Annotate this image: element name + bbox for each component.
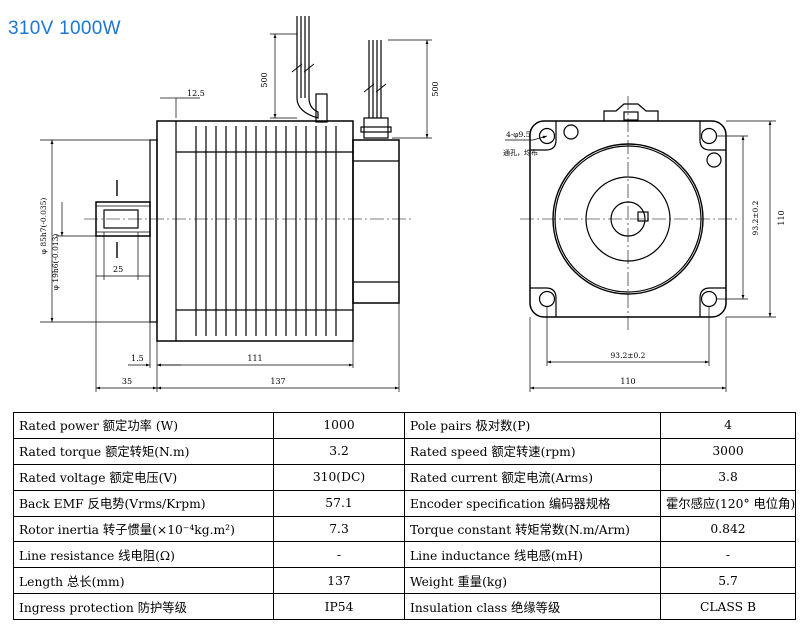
spec-value: 4 — [660, 412, 796, 439]
spec-value: 57.1 — [273, 489, 405, 517]
table-row: Rotor inertia 转子惯量(×10⁻⁴kg.m²) 7.3 Torqu… — [13, 515, 796, 543]
spec-label: Rated power 额定功率 (W) — [13, 412, 274, 439]
flange-size-v-dim: 110 — [777, 210, 786, 225]
spec-label: Rated voltage 额定电压(V) — [13, 463, 274, 491]
table-row: Rated power 额定功率 (W) 1000 Pole pairs 极对数… — [13, 412, 796, 439]
spec-label: Line resistance 线电阻(Ω) — [13, 541, 274, 569]
spec-label: Rated current 额定电流(Arms) — [404, 463, 661, 491]
total-length-dim: 137 — [270, 377, 285, 386]
table-row: Ingress protection 防护等级 IP54 Insulation … — [13, 593, 796, 621]
spec-label: Ingress protection 防护等级 — [13, 593, 274, 621]
bolt-pitch-h-dim: 93.2±0.2 — [611, 351, 646, 360]
spec-value: 霍尔感应(120° 电位角) — [660, 489, 796, 517]
spec-value: CLASS B — [660, 593, 796, 621]
shaft-dia-dim: φ 19h6(-0.013) — [51, 234, 60, 291]
spec-label: Back EMF 反电势(Vrms/Krpm) — [13, 489, 274, 517]
key-length-dim: 25 — [113, 265, 123, 274]
pilot-dia-dim: φ 85h7(-0.035) — [39, 198, 48, 255]
cable-length-1: 500 — [260, 72, 269, 87]
spec-label: Pole pairs 极对数(P) — [404, 412, 661, 439]
hole-note: 通孔，均布 — [503, 148, 538, 157]
page-title: 310V 1000W — [8, 18, 121, 39]
table-row: Length 总长(mm) 137 Weight 重量(kg) 5.7 — [13, 567, 796, 595]
spec-label: Rated speed 额定转速(rpm) — [404, 437, 661, 465]
spec-label: Length 总长(mm) — [13, 567, 274, 595]
cable-length-2: 500 — [431, 81, 440, 96]
side-view — [40, 16, 432, 392]
spec-label: Rotor inertia 转子惯量(×10⁻⁴kg.m²) — [13, 515, 274, 543]
spec-value: 0.842 — [660, 515, 796, 543]
dimension-drawing: 500 500 12.5 φ 85h7(-0.035) φ 19h6(-0.01… — [39, 16, 786, 392]
body-length-dim: 111 — [247, 354, 262, 363]
cable-2 — [360, 40, 392, 139]
spec-value: 1000 — [273, 412, 405, 439]
table-row: Back EMF 反电势(Vrms/Krpm) 57.1 Encoder spe… — [13, 489, 796, 517]
spec-label: Torque constant 转矩常数(N.m/Arm) — [404, 515, 661, 543]
spec-value: 7.3 — [273, 515, 405, 543]
shaft-length-dim: 35 — [122, 377, 132, 386]
cable-1 — [291, 16, 328, 123]
spec-value: - — [273, 541, 405, 569]
spec-value: 3000 — [660, 437, 796, 465]
bolt-pitch-v-dim: 93.2±0.2 — [751, 200, 760, 235]
motor-body — [84, 120, 412, 342]
mount-hole-br — [700, 290, 718, 308]
spec-value: 137 — [273, 567, 405, 595]
spec-table: Rated power 额定功率 (W) 1000 Pole pairs 极对数… — [13, 412, 796, 621]
mount-hole-tl — [538, 127, 556, 145]
table-row: Rated torque 额定转矩(N.m) 3.2 Rated speed 额… — [13, 437, 796, 465]
flange-size-h-dim: 110 — [620, 377, 635, 386]
spec-label: Encoder specification 编码器规格 — [404, 489, 661, 517]
table-row: Rated voltage 额定电压(V) 310(DC) Rated curr… — [13, 463, 796, 491]
spec-label: Line inductance 线电感(mH) — [404, 541, 661, 569]
mount-hole-bl — [538, 290, 556, 308]
spec-value: 310(DC) — [273, 463, 405, 491]
front-view — [505, 96, 776, 392]
hole-callout: 4-φ9.5 — [506, 130, 531, 139]
spec-value: 3.2 — [273, 437, 405, 465]
spec-value: 5.7 — [660, 567, 796, 595]
pilot-depth-dim: 1.5 — [131, 354, 144, 363]
table-row: Line resistance 线电阻(Ω) - Line inductance… — [13, 541, 796, 569]
spec-value: IP54 — [273, 593, 405, 621]
spec-value: - — [660, 541, 796, 569]
spec-value: 3.8 — [660, 463, 796, 491]
spec-label: Weight 重量(kg) — [404, 567, 661, 595]
mount-hole-tr — [700, 127, 718, 145]
spec-label: Rated torque 额定转矩(N.m) — [13, 437, 274, 465]
spec-label: Insulation class 绝缘等级 — [404, 593, 661, 621]
flange-thickness-dim: 12.5 — [187, 89, 205, 98]
